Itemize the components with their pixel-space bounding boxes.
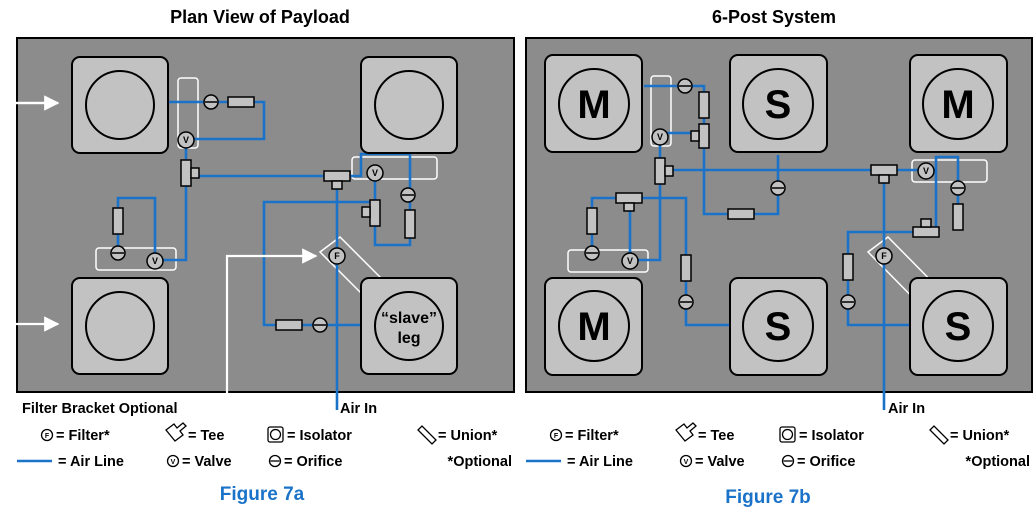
legend-tee: = Tee [698, 428, 734, 444]
slave-leg-label-line2: leg [397, 330, 420, 347]
svg-text:S: S [765, 83, 792, 127]
svg-text:S: S [765, 305, 792, 349]
isolator-icon [267, 426, 284, 443]
figure-b-isolators: M S M M S S [544, 54, 1008, 376]
legend-valve: = Valve [695, 454, 745, 470]
figure-a-caption: Figure 7a [220, 484, 305, 505]
legend-union: = Union* [950, 428, 1010, 444]
figure-b-legend: F = Filter* = Tee = Isolator = Union* = … [526, 422, 1030, 470]
svg-text:V: V [372, 168, 378, 178]
svg-text:F: F [554, 433, 559, 440]
svg-text:M: M [577, 83, 610, 127]
svg-text:V: V [923, 166, 929, 176]
figure-a-feed-arrows [1, 95, 318, 412]
union-icon [929, 425, 949, 445]
figure-a-tees [180, 159, 381, 227]
svg-text:M: M [577, 305, 610, 349]
union-icon [417, 425, 437, 445]
svg-text:V: V [183, 135, 189, 145]
svg-text:V: V [171, 459, 176, 466]
figure-b-tees [615, 123, 940, 238]
legend-filter: = Filter* [565, 428, 619, 444]
svg-text:F: F [45, 433, 50, 440]
figure-b-unions [586, 91, 964, 282]
svg-text:S: S [945, 305, 972, 349]
legend-orifice: = Orifice [797, 454, 855, 470]
tee-icon [675, 422, 697, 442]
svg-text:V: V [684, 459, 689, 466]
valve-icon [679, 454, 693, 468]
figure-a-unions [112, 96, 416, 331]
isolator-icon [779, 426, 796, 443]
svg-text:M: M [941, 83, 974, 127]
legend-valve: = Valve [182, 454, 232, 470]
figure-a-valves: V V V [146, 131, 384, 270]
legend-air-line: = Air Line [567, 454, 633, 470]
svg-text:F: F [881, 251, 887, 261]
figure-b-caption: Figure 7b [725, 487, 811, 508]
figure-a-title: Plan View of Payload [170, 7, 350, 27]
figure-b-title: 6-Post System [712, 7, 836, 27]
figure-b-valves: V V V [621, 128, 935, 270]
legend-optional: *Optional [966, 454, 1030, 470]
figure-a-isolators [71, 56, 458, 375]
svg-text:V: V [657, 132, 663, 142]
legend-filter: = Filter* [56, 428, 110, 444]
figure-a-legend: F = Filter* = Tee = Isolator = Union* = … [17, 422, 512, 470]
legend-optional: *Optional [448, 454, 512, 470]
svg-text:V: V [152, 256, 158, 266]
slave-leg-label-line1: “slave” [381, 310, 437, 327]
valve-icon [166, 454, 180, 468]
tee-icon [165, 422, 187, 442]
figure-a-air-in: Air In [340, 401, 377, 417]
figure-b-orifices [584, 78, 966, 310]
orifice-icon [781, 454, 795, 468]
svg-text:F: F [334, 251, 340, 261]
legend-tee: = Tee [188, 428, 224, 444]
legend-isolator: = Isolator [799, 428, 864, 444]
legend-air-line: = Air Line [58, 454, 124, 470]
filter-bracket-note: Filter Bracket Optional [22, 401, 178, 417]
figure-a-orifices [110, 94, 416, 333]
svg-text:V: V [627, 256, 633, 266]
figure-b-air-in: Air In [888, 401, 925, 417]
figure-a-filter: F [328, 247, 346, 265]
legend-orifice: = Orifice [284, 454, 342, 470]
legend-isolator: = Isolator [287, 428, 352, 444]
orifice-icon [268, 454, 282, 468]
figure-b-filter: F [875, 247, 893, 265]
legend-union: = Union* [438, 428, 498, 444]
